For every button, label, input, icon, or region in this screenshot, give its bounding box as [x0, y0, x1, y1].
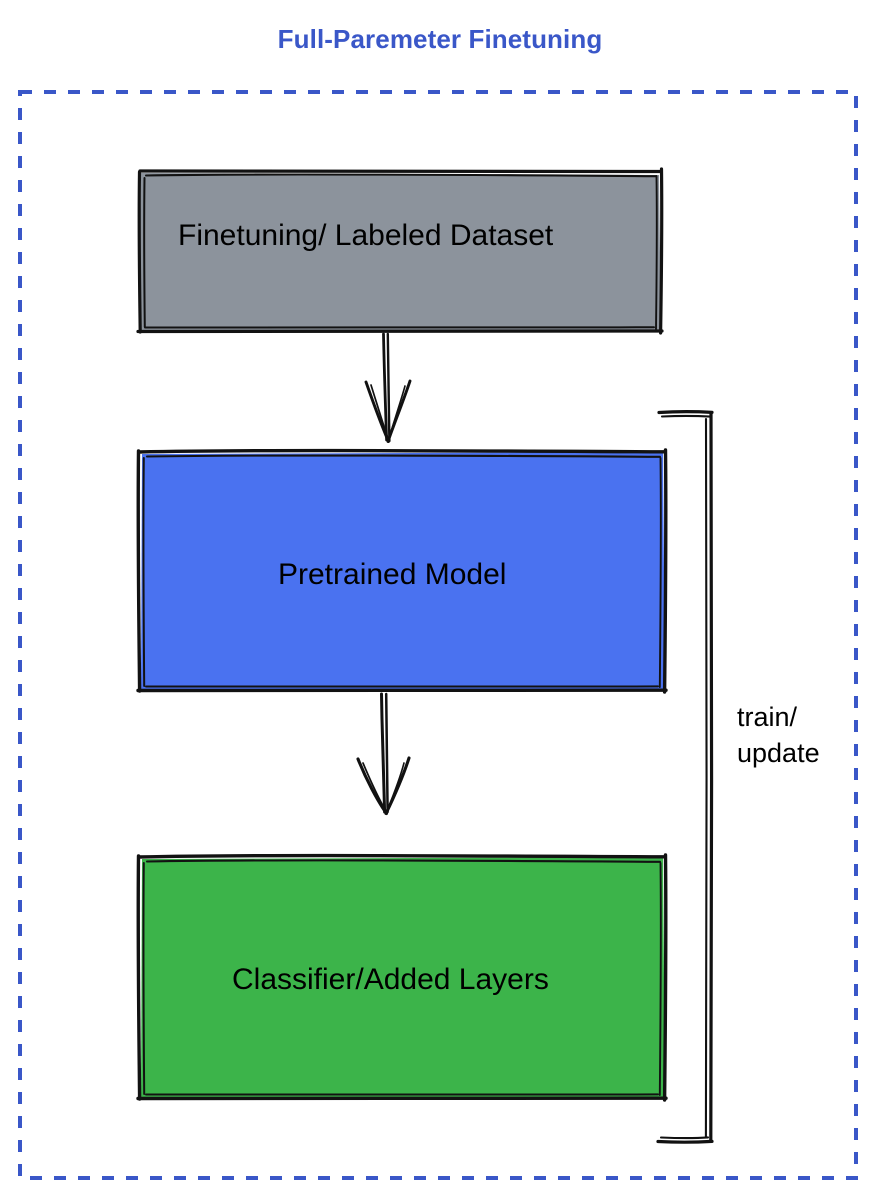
page-title: Full-Paremeter Finetuning — [277, 24, 603, 54]
node-dataset-shape — [136, 167, 664, 335]
node-classifier-shape — [136, 853, 668, 1102]
node-label-classifier: Classifier/Added Layers — [232, 963, 549, 996]
node-label-model: Pretrained Model — [278, 558, 507, 591]
edge-dataset-to-model-arrow — [364, 332, 412, 443]
edge-label-train-update-line1: train/ — [737, 702, 798, 732]
edge-label-train-update-line2: update — [737, 737, 820, 768]
node-model-shape — [136, 448, 668, 694]
edge-feedback-bracket — [656, 410, 714, 1144]
edge-model-to-classifier-arrow — [356, 692, 411, 816]
node-label-dataset: Finetuning/ Labeled Dataset — [178, 219, 554, 252]
edge-label-train-update: train/ update — [737, 700, 820, 771]
